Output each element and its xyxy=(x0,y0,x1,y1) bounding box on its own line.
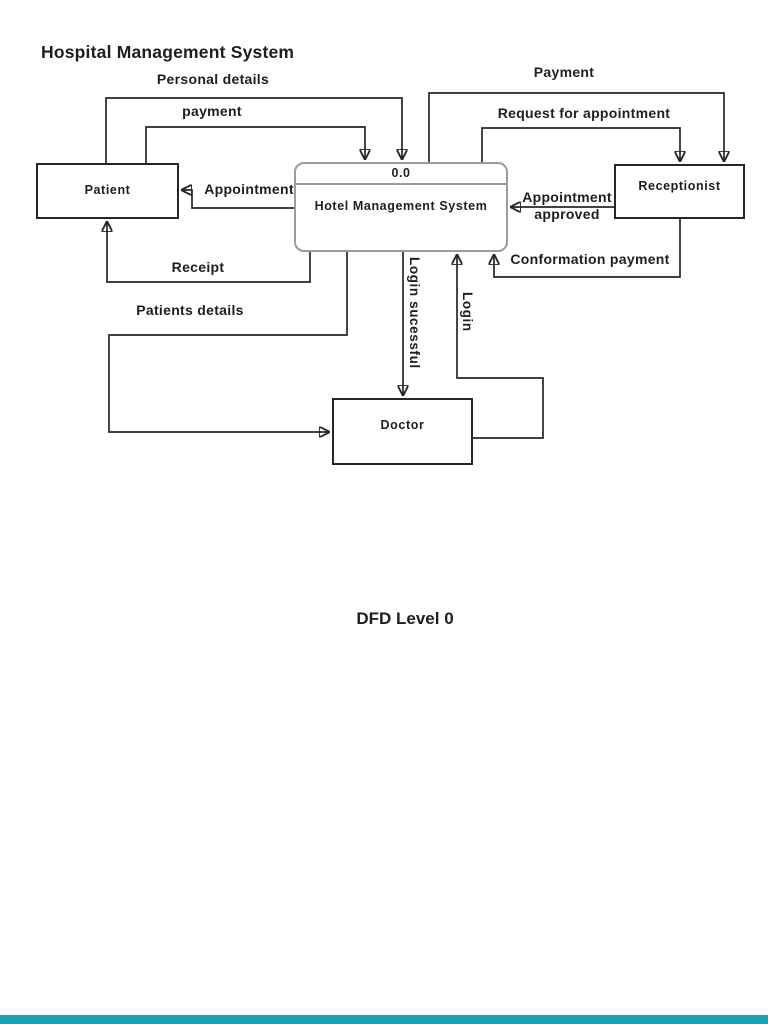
node-patient: Patient xyxy=(36,163,179,219)
flow-label-payment-upper: Payment xyxy=(533,64,595,80)
footer-bar xyxy=(0,1015,768,1024)
flow-receipt-line xyxy=(107,221,311,283)
flow-appointment-line xyxy=(181,190,294,209)
page-title: Hospital Management System xyxy=(41,42,295,62)
flow-label-request-for-appointment: Request for appointment xyxy=(497,105,671,121)
flow-personal-details-line xyxy=(105,97,402,163)
flow-label-login: Login xyxy=(460,292,475,332)
node-receptionist: Receptionist xyxy=(614,164,745,219)
flow-login-line xyxy=(457,254,544,439)
flow-label-appointment: Appointment xyxy=(204,181,294,197)
flow-patients-details-line xyxy=(108,252,348,432)
flow-payment-lower-line xyxy=(145,126,365,163)
flow-payment-upper-line xyxy=(428,92,724,162)
node-process-id: 0.0 xyxy=(296,164,506,185)
flow-label-personal-details: Personal details xyxy=(156,71,270,87)
node-receptionist-label: Receptionist xyxy=(638,178,721,193)
diagram-caption: DFD Level 0 xyxy=(356,609,454,628)
node-process: 0.0 Hotel Management System xyxy=(294,162,508,252)
node-doctor: Doctor xyxy=(332,398,473,465)
node-patient-label: Patient xyxy=(84,183,131,197)
flow-request-for-appointment-line xyxy=(481,127,680,162)
flow-label-appointment-approved: Appointment approved xyxy=(522,189,612,222)
flow-label-conformation-payment: Conformation payment xyxy=(510,251,670,267)
flow-label-payment-lower: payment xyxy=(182,103,242,119)
flow-label-patients-details: Patients details xyxy=(136,302,244,318)
flow-conformation-payment-line xyxy=(494,219,681,278)
node-doctor-label: Doctor xyxy=(380,417,425,432)
flow-label-receipt: Receipt xyxy=(171,259,225,275)
node-process-label: Hotel Management System xyxy=(314,199,488,213)
flow-label-login-successful: Login sucessful xyxy=(407,257,422,369)
